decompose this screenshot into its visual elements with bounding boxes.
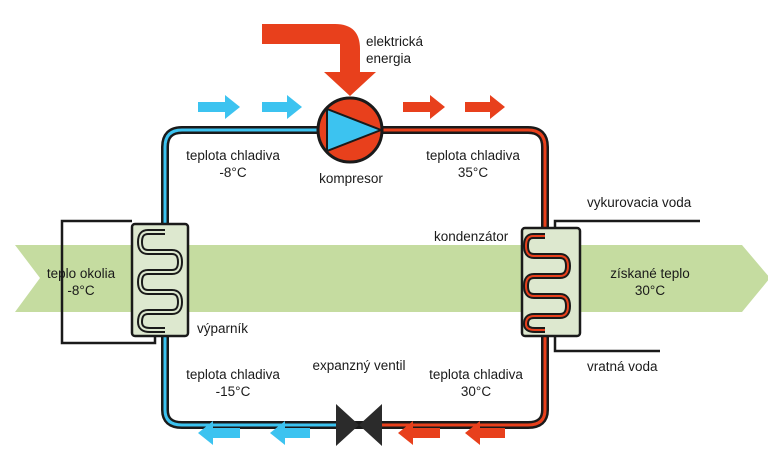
flow-arrow-bottom-3 [398, 421, 440, 445]
flow-arrow-top-1 [198, 95, 240, 119]
refrigerant-value: 30°C [460, 384, 492, 399]
refrigerant-value: 35°C [457, 165, 489, 180]
electric-energy-line-2: energia [366, 51, 412, 66]
flow-arrow-top-2 [262, 95, 302, 119]
flow-arrow-bottom-1 [198, 421, 240, 445]
refrigerant-label: teplota chladiva [186, 148, 280, 163]
refrigerant-value: -8°C [219, 165, 247, 180]
ambient-heat-label: teplo okolia -8°C [36, 265, 126, 299]
flow-arrow-top-4 [465, 95, 505, 119]
condenser [520, 226, 582, 338]
refrigerant-temp-bottom-right: teplota chladiva 30°C [421, 366, 531, 400]
heating-water-label: vykurovacia voda [587, 195, 692, 210]
flow-arrow-bottom-4 [465, 421, 505, 445]
ambient-heat-value: -8°C [67, 283, 95, 298]
expansion-valve-label: expanzný ventil [312, 358, 406, 373]
gained-heat-value: 30°C [634, 283, 666, 298]
gained-heat-title: získané teplo [610, 266, 690, 281]
flow-arrow-bottom-2 [270, 421, 310, 445]
expansion-valve [336, 404, 382, 446]
electric-energy-label: elektrická energia [366, 33, 423, 67]
compressor-label: kompresor [319, 171, 383, 186]
evaporator [130, 222, 190, 338]
refrigerant-label: teplota chladiva [186, 367, 280, 382]
refrigerant-label: teplota chladiva [426, 148, 520, 163]
refrigerant-value: -15°C [215, 384, 251, 399]
refrigerant-temp-bottom-left: teplota chladiva -15°C [178, 366, 288, 400]
evaporator-label: výparník [197, 321, 249, 336]
electric-energy-arrow [262, 24, 376, 96]
ambient-loop [60, 219, 157, 345]
return-water-line [553, 336, 660, 353]
ambient-heat-title: teplo okolia [46, 266, 116, 281]
condenser-label: kondenzátor [434, 229, 509, 244]
return-water-label: vratná voda [587, 359, 658, 374]
refrigerant-temp-top-left: teplota chladiva -8°C [178, 147, 288, 181]
electric-energy-line-1: elektrická [366, 34, 424, 49]
gained-heat-label: získané teplo 30°C [600, 265, 700, 299]
refrigerant-label: teplota chladiva [429, 367, 523, 382]
compressor [316, 96, 384, 164]
flow-arrow-top-3 [403, 95, 445, 119]
refrigerant-temp-top-right: teplota chladiva 35°C [418, 147, 528, 181]
